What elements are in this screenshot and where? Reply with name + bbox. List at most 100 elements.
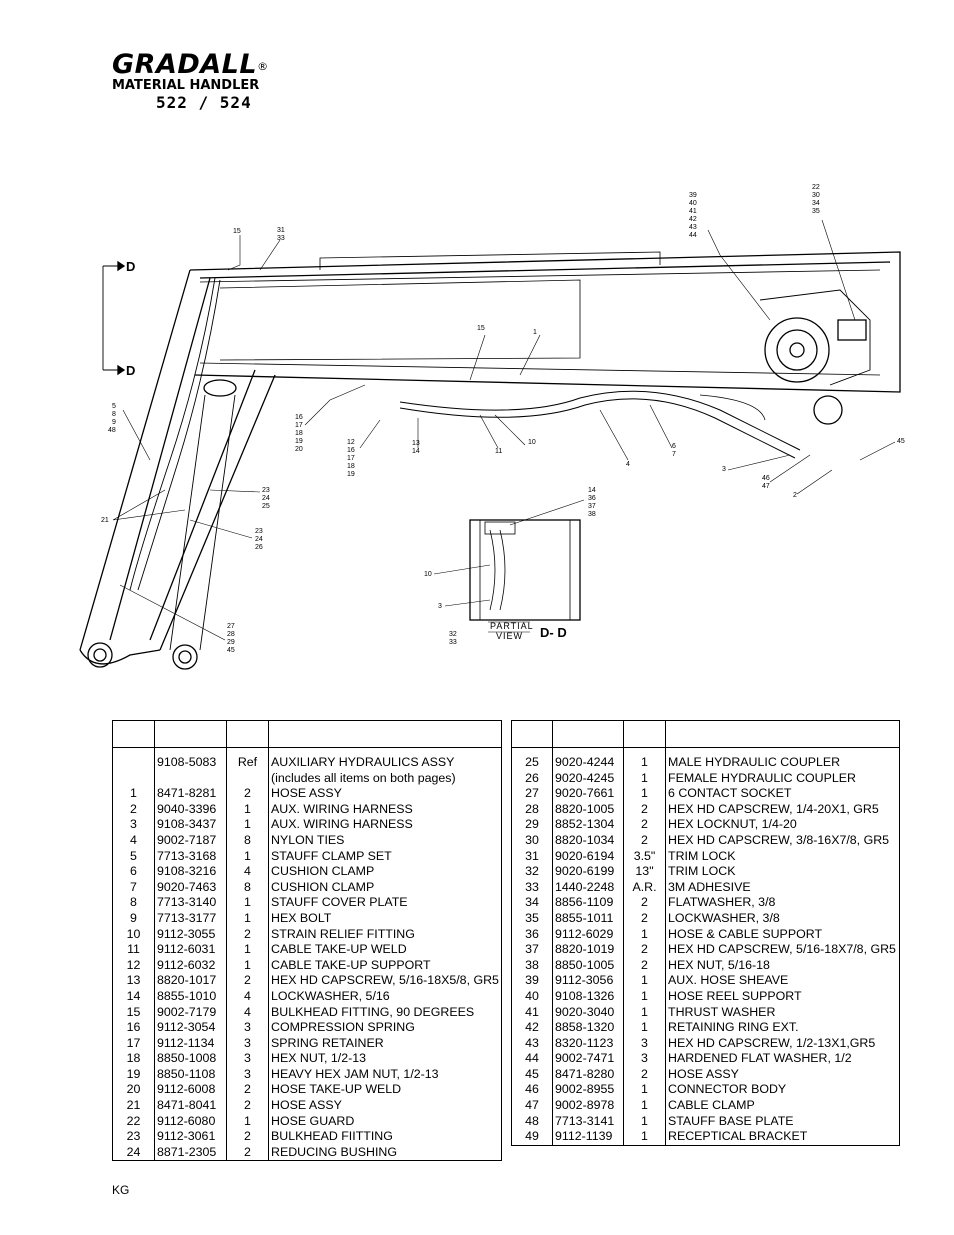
part-number: 8471-8041 — [154, 1098, 227, 1114]
callout-18b: 18 — [347, 463, 355, 470]
description: STAUFF BASE PLATE — [665, 1113, 900, 1130]
callout-19b: 19 — [347, 471, 355, 478]
callout-40: 40 — [689, 200, 697, 207]
part-number: 9112-3061 — [154, 1129, 227, 1145]
part-number: 9002-7187 — [154, 832, 227, 849]
callout-16a: 16 — [295, 414, 303, 421]
item-number: 1 — [112, 786, 155, 802]
view-marker-bottom: D — [126, 363, 135, 378]
part-number: 9112-6029 — [552, 926, 624, 943]
part-number: 9002-8955 — [552, 1082, 624, 1099]
item-number: 24 — [112, 1144, 155, 1161]
quantity: 4 — [226, 864, 269, 880]
quantity: 2 — [623, 957, 666, 974]
quantity: 2 — [226, 973, 269, 989]
callout-45b: 45 — [227, 647, 235, 654]
description: BULKHEAD FIITTING — [268, 1129, 502, 1145]
description: 6 CONTACT SOCKET — [665, 786, 900, 802]
quantity: 1 — [623, 747, 666, 771]
part-number: 9112-1134 — [154, 1035, 227, 1052]
part-number: 9108-5083 — [154, 747, 227, 787]
part-number: 7713-3168 — [154, 848, 227, 865]
callout-43: 43 — [689, 224, 697, 231]
item-number: 33 — [511, 879, 553, 896]
item-number: 7 — [112, 879, 155, 896]
quantity: 2 — [623, 817, 666, 833]
description: MALE HYDRAULIC COUPLER — [665, 747, 900, 771]
callout-35: 35 — [812, 208, 820, 215]
callout-26: 26 — [255, 544, 263, 551]
description: HEX BOLT — [268, 910, 502, 927]
description: HEX LOCKNUT, 1/4-20 — [665, 817, 900, 833]
part-number: 8858-1320 — [552, 1020, 624, 1036]
part-number: 7713-3140 — [154, 895, 227, 911]
item-number: 49 — [511, 1129, 553, 1146]
description: HOSE GUARD — [268, 1113, 502, 1130]
description: FLATWASHER, 3/8 — [665, 895, 900, 911]
item-number: 42 — [511, 1020, 553, 1036]
part-number: 9112-6080 — [154, 1113, 227, 1130]
description: LOCKWASHER, 3/8 — [665, 910, 900, 927]
quantity: 1 — [623, 1082, 666, 1099]
callout-20: 20 — [295, 446, 303, 453]
item-number: 14 — [112, 988, 155, 1005]
item-number: 30 — [511, 832, 553, 849]
callout-22: 22 — [812, 184, 820, 191]
part-number: 9112-6008 — [154, 1082, 227, 1099]
description: HEX HD CAPSCREW, 1/4-20X1, GR5 — [665, 801, 900, 818]
description: AUX. WIRING HARNESS — [268, 801, 502, 818]
callout-3b: 3 — [438, 603, 442, 610]
quantity: 8 — [226, 879, 269, 896]
callout-47: 47 — [762, 483, 770, 490]
quantity: 3 — [226, 1066, 269, 1083]
part-number: 9040-3396 — [154, 801, 227, 818]
item-number: 25 — [511, 747, 553, 771]
part-number: 9112-6031 — [154, 942, 227, 958]
table-header-row — [511, 720, 900, 748]
description: LOCKWASHER, 5/16 — [268, 988, 502, 1005]
description: CABLE TAKE-UP WELD — [268, 942, 502, 958]
item-number: 8 — [112, 895, 155, 911]
item-number: 44 — [511, 1051, 553, 1067]
quantity: 2 — [623, 910, 666, 927]
gradall-logo: GRADALL® MATERIAL HANDLER 522 / 524 — [112, 50, 312, 112]
part-number: 9020-7661 — [552, 786, 624, 802]
item-number: 9 — [112, 910, 155, 927]
description: SPRING RETAINER — [268, 1035, 502, 1052]
quantity: 4 — [226, 988, 269, 1005]
callout-28: 28 — [227, 631, 235, 638]
quantity: 1 — [623, 786, 666, 802]
item-number: 13 — [112, 973, 155, 989]
description: THRUST WASHER — [665, 1004, 900, 1021]
part-number: 9002-7179 — [154, 1004, 227, 1021]
item-number: 47 — [511, 1098, 553, 1114]
description: STAUFF COVER PLATE — [268, 895, 502, 911]
quantity: 2 — [226, 1082, 269, 1099]
callout-6: 6 — [672, 443, 676, 450]
item-number: 46 — [511, 1082, 553, 1099]
part-number: 9002-7471 — [552, 1051, 624, 1067]
quantity: 1 — [623, 1020, 666, 1036]
quantity: 1 — [623, 1113, 666, 1130]
item-number: 27 — [511, 786, 553, 802]
item-number: 48 — [511, 1113, 553, 1130]
item-number: 34 — [511, 895, 553, 911]
quantity: 2 — [226, 786, 269, 802]
item-number: 29 — [511, 817, 553, 833]
callout-23b: 23 — [255, 528, 263, 535]
